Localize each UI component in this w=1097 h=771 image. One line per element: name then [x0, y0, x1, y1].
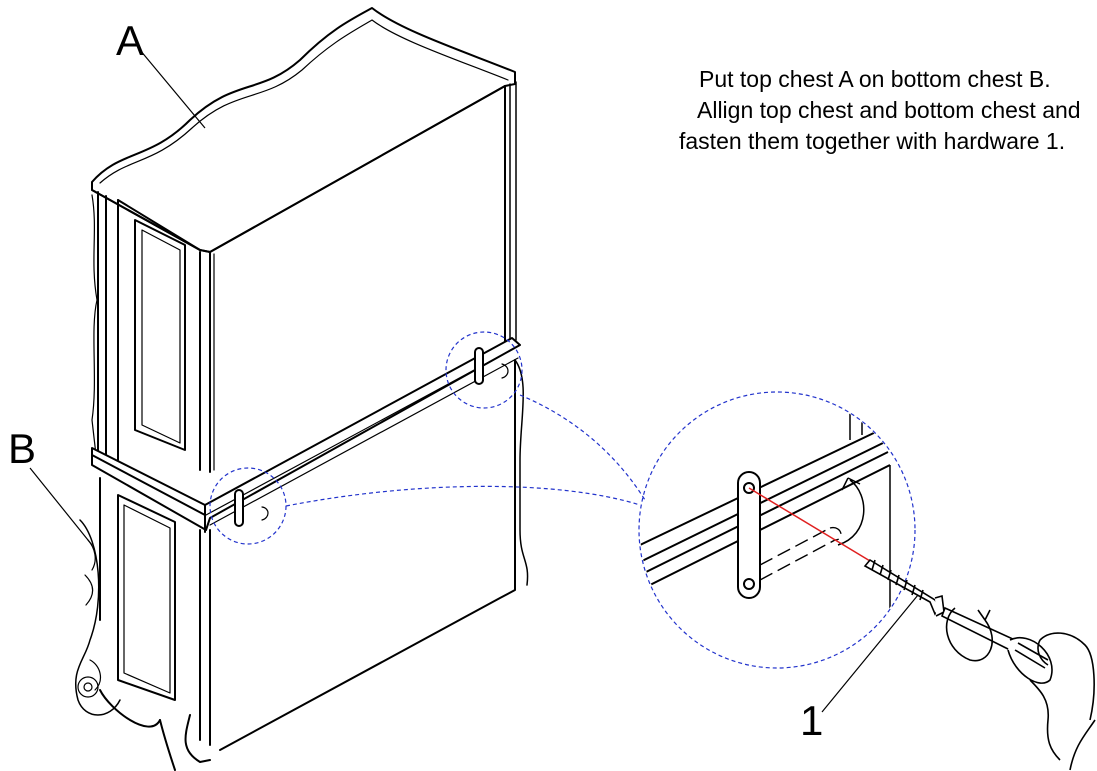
screw-axis-line [748, 487, 881, 568]
zoom-bracket [737, 471, 761, 599]
label-b: B [8, 425, 37, 472]
leader-line-left [285, 485, 641, 507]
leader-a [139, 49, 206, 129]
rotation-arrow-icon [837, 477, 865, 546]
instruction-line-2: Allign top chest and bottom chest and [697, 97, 1081, 123]
zoom-circle [638, 391, 916, 669]
leader-1 [821, 594, 919, 713]
rotation-arrow-icon [945, 607, 994, 662]
screw-icon [863, 558, 945, 617]
hand-icon [1029, 632, 1096, 771]
leader-line-right [519, 394, 646, 501]
bracket-left [234, 489, 269, 527]
label-a: A [116, 17, 145, 64]
zoom-rail [640, 393, 891, 640]
detail-circle-right [445, 331, 523, 409]
instruction-line-1: Put top chest A on bottom chest B. [699, 66, 1051, 92]
instruction-text: Put top chest A on bottom chest B. Allig… [679, 64, 1081, 157]
instruction-line-3: fasten them together with hardware 1. [679, 128, 1066, 154]
label-hardware-1: 1 [800, 697, 824, 744]
leader-b [29, 467, 93, 546]
zoom-hidden-screw [759, 526, 842, 581]
bottom-chest-b [74, 359, 529, 771]
top-chest-a [91, 7, 517, 473]
bracket-right [474, 347, 509, 385]
screwdriver-icon [940, 606, 1053, 684]
